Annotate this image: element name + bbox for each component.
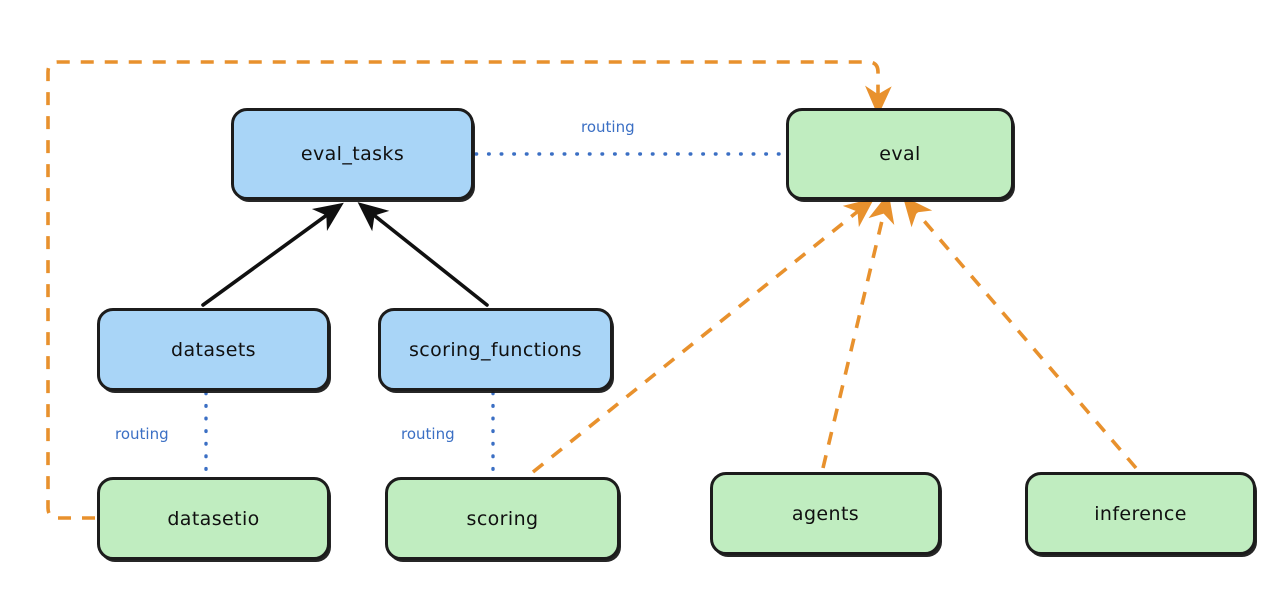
node-datasets[interactable]: datasets <box>97 308 330 391</box>
edge-label-routing-datasets-datasetio: routing <box>112 425 172 443</box>
node-scoring-functions[interactable]: scoring_functions <box>378 308 613 391</box>
node-datasetio[interactable]: datasetio <box>97 477 330 560</box>
node-inference[interactable]: inference <box>1025 472 1256 555</box>
edge-agents-to-eval <box>821 192 895 469</box>
node-label: eval_tasks <box>300 143 405 165</box>
edge-label-routing-eval-tasks-eval: routing <box>578 118 638 136</box>
edge-inference-to-eval <box>902 195 1138 470</box>
node-label: datasets <box>171 338 256 361</box>
node-label: eval <box>879 143 921 165</box>
node-label: inference <box>1094 502 1187 525</box>
edge-scoring-functions-to-eval-tasks <box>357 202 489 307</box>
edge-datasets-to-eval-tasks <box>201 202 344 307</box>
node-label: scoring <box>466 507 539 530</box>
node-agents[interactable]: agents <box>710 472 941 555</box>
node-scoring[interactable]: scoring <box>385 477 620 560</box>
node-label: datasetio <box>167 507 260 530</box>
node-eval[interactable]: eval <box>786 108 1014 200</box>
node-label: agents <box>791 502 860 525</box>
node-eval-tasks[interactable]: eval_tasks <box>231 108 474 200</box>
edge-label-routing-scoring-functions-scoring: routing <box>398 425 458 443</box>
node-label: scoring_functions <box>409 338 582 361</box>
